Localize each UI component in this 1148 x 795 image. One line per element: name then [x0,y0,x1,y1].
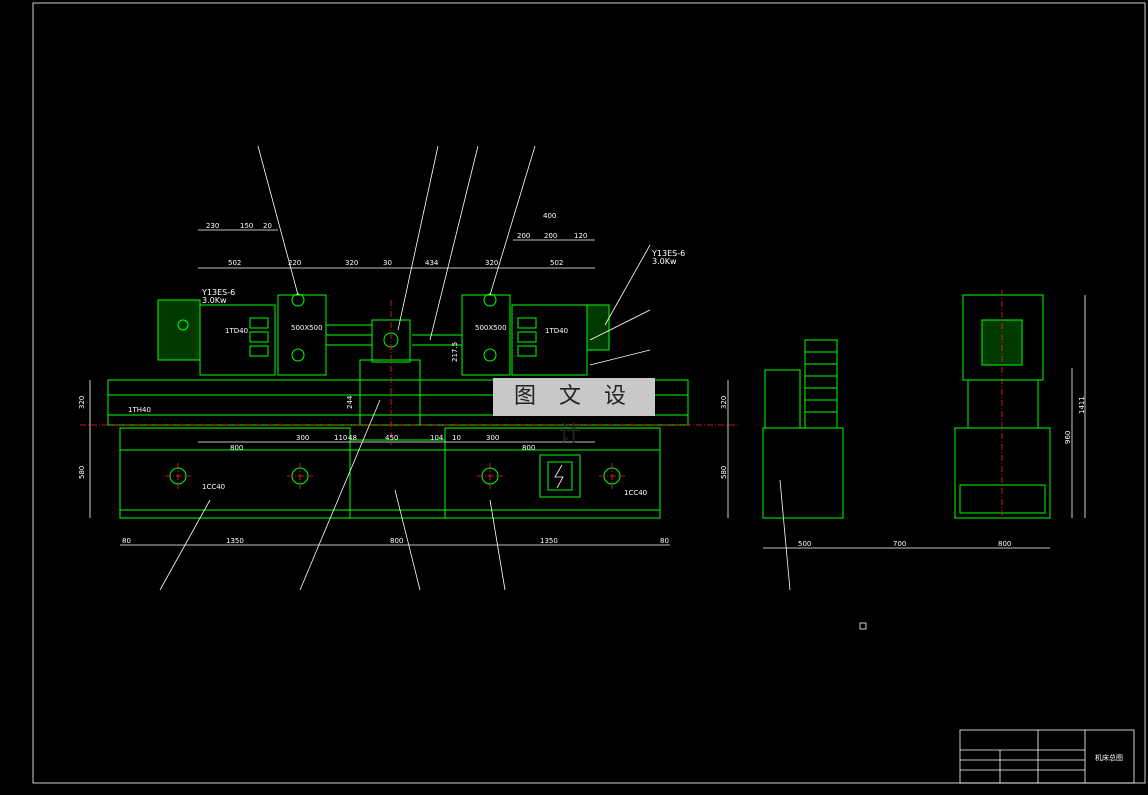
dim-vert-5: 217.5 [451,342,459,362]
slide-right-label: 1TD40 [545,327,568,335]
dim-mid-1: 300 [296,434,309,442]
motor-left-model: Y13ES-6 [201,288,235,297]
dim-mid-8: 800 [522,444,535,452]
dim-bottom-4: 80 [660,537,669,545]
dim-mid-2: 110 [334,434,347,442]
dim-mid-0: 800 [230,444,243,452]
motor-left [157,299,201,361]
base-right [444,427,661,519]
end-dim-0: 1411 [1078,396,1086,414]
head-left-label: 500X500 [291,324,323,332]
dim-stroke-left-1: 150 [240,222,253,230]
end-dim-1: 960 [1064,431,1072,444]
dim-top-left-0: 502 [228,259,241,267]
base-left [119,427,351,519]
head-right [461,294,511,376]
dim-vert-4: 244 [346,395,354,409]
dim-top-right-2: 502 [550,259,563,267]
dim-vert-3: 580 [720,466,728,479]
end-view-base [954,427,1051,519]
bed-left-label: 1TH40 [128,406,151,414]
drawing-border [32,2,1146,784]
motor-right-model: Y13ES-6 [651,249,685,258]
dim-stroke-total: 400 [543,212,556,220]
dim-vert-2: 320 [720,396,728,409]
dim-top-right-1: 320 [485,259,498,267]
dim-top-right-0: 434 [425,259,439,267]
dim-mid-7: 300 [486,434,499,442]
title-block [959,729,1135,784]
dim-bottom-3: 1350 [540,537,558,545]
dim-mid-5: 10 [452,434,461,442]
dim-bottom-2: 800 [390,537,403,545]
slide-right [511,304,588,376]
motor-right [586,304,610,351]
dim-stroke-left-0: 230 [206,222,219,230]
dim-vert-1: 580 [78,466,86,479]
hydraulic-tank [762,427,844,519]
side-dim-1: 700 [893,540,906,548]
side-dim-0: 500 [798,540,811,548]
watermark: 图 文 设 计 [493,378,655,447]
dim-stroke-left-2: 20 [263,222,272,230]
dim-mid-4: 450 [385,434,398,442]
base-left-label: 1CC40 [202,483,225,491]
dim-vert-0: 320 [78,396,86,409]
dim-bottom-1: 1350 [226,537,244,545]
dim-top-left-3: 30 [383,259,392,267]
motor-left-power: 3.0Kw [202,296,227,305]
dim-top-left-1: 220 [288,259,301,267]
dim-bottom-0: 80 [122,537,131,545]
base-right-label: 1CC40 [624,489,647,497]
dim-stroke-right-0: 200 [517,232,530,240]
dim-stroke-right-2: 120 [574,232,587,240]
slide-left [199,304,276,376]
electric-box [539,454,581,498]
dim-stroke-right-1: 200 [544,232,557,240]
slide-left-label: 1TD40 [225,327,248,335]
dim-mid-6: 104 [430,434,444,442]
head-right-label: 500X500 [475,324,507,332]
dim-mid-3: 48 [348,434,357,442]
side-dim-2: 800 [998,540,1011,548]
head-left [277,294,327,376]
dim-top-left-2: 320 [345,259,358,267]
motor-right-power: 3.0Kw [652,257,677,266]
title-block-name: 机床总图 [1095,753,1123,762]
base-center [349,439,446,519]
